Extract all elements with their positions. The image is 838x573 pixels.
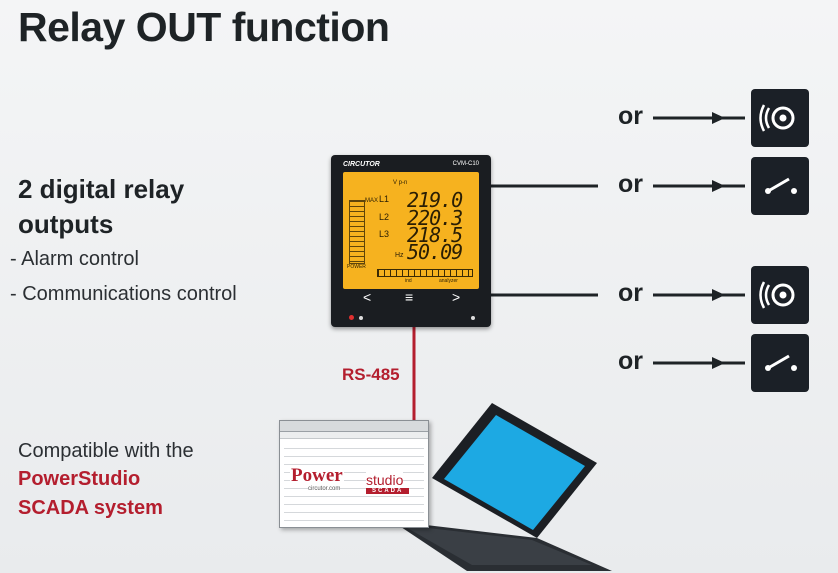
lcd-value-hz: 50.09 — [407, 240, 463, 264]
device-model: CVM-C10 — [452, 161, 479, 167]
window-titlebar — [280, 421, 428, 432]
lcd-power-label: POWER — [347, 264, 366, 270]
device-button-right[interactable]: > — [452, 289, 461, 305]
laptop-icon — [392, 403, 612, 571]
or-label-3: or — [618, 279, 643, 307]
power-analyzer-device: CIRCUTOR CVM-C10 MAX V p-n POWER L1 219.… — [331, 155, 491, 327]
switch-icon — [751, 334, 809, 392]
powerstudio-logo-scada: SCADA — [366, 488, 410, 494]
lcd-label-l3: L3 — [379, 229, 390, 239]
compat-powerstudio: PowerStudio — [18, 468, 141, 490]
relay-outputs-heading: 2 digital relay outputs — [18, 174, 185, 239]
window-toolbar — [280, 432, 428, 439]
powerstudio-logo-studio: studio — [366, 472, 404, 488]
lcd-unit-label: V p-n — [393, 180, 408, 186]
bullet-alarm-control: - Alarm control — [10, 248, 139, 270]
device-button-left[interactable]: < — [363, 289, 372, 305]
lcd-value-l3: 218.5 — [407, 223, 463, 247]
lcd-value-l1: 219.0 — [407, 188, 463, 212]
compat-scada: SCADA system — [18, 497, 163, 519]
software-window: Power studio circutor.com SCADA — [279, 420, 429, 528]
switch-icon — [751, 157, 809, 215]
lcd-max-label: MAX — [365, 198, 379, 204]
lcd-label-l1: L1 — [379, 194, 390, 204]
lcd-label-l2: L2 — [379, 212, 390, 222]
or-label-2: or — [618, 170, 643, 198]
lcd-bar-label-analyzer: analyzer — [439, 278, 458, 284]
lcd-label-hz: Hz — [395, 252, 404, 259]
lcd-value-l2: 220.3 — [407, 206, 463, 230]
or-label-1: or — [618, 102, 643, 130]
device-led-white — [359, 316, 363, 320]
lcd-display: MAX V p-n POWER L1 219.0 L2 220.3 L3 218… — [343, 172, 479, 289]
rs485-label: RS-485 — [342, 365, 400, 384]
device-led-red — [349, 315, 354, 320]
bullet-communications-control: - Communications control — [10, 283, 237, 305]
device-brand: CIRCUTOR — [343, 161, 380, 168]
alarm-siren-icon — [751, 89, 809, 147]
device-button-menu[interactable]: ≡ — [405, 289, 414, 305]
or-label-4: or — [618, 347, 643, 375]
device-led-right — [471, 316, 475, 320]
alarm-siren-icon — [751, 266, 809, 324]
lcd-bar-label-ind: ind — [405, 278, 412, 284]
compat-text: Compatible with the — [18, 440, 194, 462]
powerstudio-logo-power: Power — [290, 465, 344, 487]
lcd-bargraph — [377, 269, 473, 277]
lcd-bar-column — [349, 200, 365, 264]
powerstudio-logo-sub: circutor.com — [308, 486, 341, 492]
page-title: Relay OUT function — [18, 4, 390, 50]
